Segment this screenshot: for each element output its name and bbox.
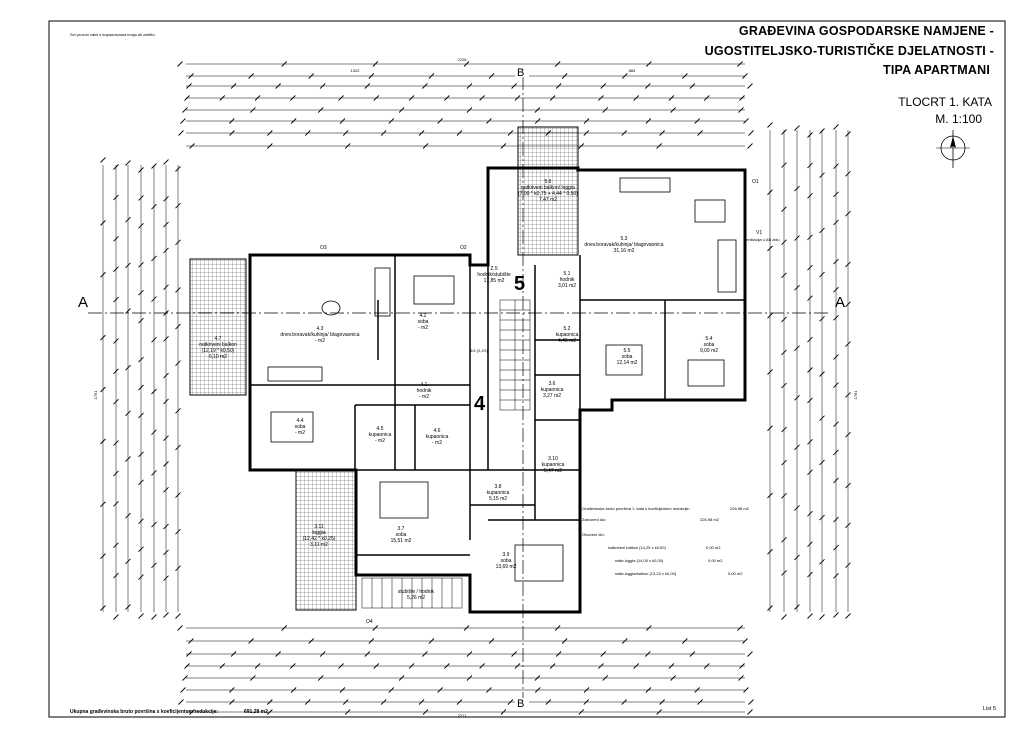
stair-note: 6/4 (2,JG) xyxy=(470,348,488,353)
footer-area-label: Ukupna građevinska bruto površina s koef… xyxy=(70,709,219,715)
unit-number-5: 5 xyxy=(514,273,525,295)
corner-note: Svi prozori valni s kupaonicama imaju al… xyxy=(70,32,155,37)
dim-left-total: 1761 xyxy=(93,390,98,400)
unit-number-4: 4 xyxy=(474,393,486,415)
summary-row-1-value: 0,00 m2 xyxy=(706,545,721,550)
bed-4-4 xyxy=(270,411,314,443)
title-line-3: TIPA APARTMANI xyxy=(883,63,990,77)
kitchen-4-3 xyxy=(374,267,391,317)
summary-row-1: natkriveni balkon (14,25 x k0,00) xyxy=(608,545,666,550)
bed-3-7 xyxy=(379,481,429,519)
dimension-chain-bottom xyxy=(177,625,754,715)
summary-row-3: natkr.loggia/balkon (13,23 x k0,00) xyxy=(615,571,677,576)
summary-line-2: Zatvoreni dio: xyxy=(582,517,606,522)
dimension-totals: 2226 1322 884 2211 1761 1761 xyxy=(93,57,858,718)
title-line-1: GRAĐEVINA GOSPODARSKE NAMJENE - xyxy=(738,24,994,38)
loggia-5-6 xyxy=(517,126,579,256)
interior-walls xyxy=(250,255,745,556)
summary-row-2-value: 0,00 m2 xyxy=(708,558,723,563)
vent-note: ventilacija u AB zidu xyxy=(744,237,780,242)
staircase xyxy=(361,299,531,609)
summary-line-2-value: 226,98 m2 xyxy=(700,517,720,522)
dim-top-a: 1322 xyxy=(351,68,361,73)
bed-3-9 xyxy=(514,544,564,582)
opening-o4: O4 xyxy=(366,619,373,625)
dim-right-total: 1761 xyxy=(853,390,858,400)
vent-label: V1 xyxy=(756,230,762,236)
sofa-5-3 xyxy=(619,177,671,193)
title-line-2: UGOSTITELJSKO-TURISTIČKE DJELATNOSTI - xyxy=(704,44,994,58)
north-arrow-icon xyxy=(936,130,970,168)
dining-table-5-3 xyxy=(694,199,726,223)
section-line-b: B B xyxy=(515,67,529,710)
bed-5-5 xyxy=(605,344,643,376)
dim-top-b: 884 xyxy=(629,68,636,73)
opening-labels: O3 O2 O1 O4 V1 ventilacija u AB zidu 6/4… xyxy=(320,179,780,625)
dimension-chain-right xyxy=(767,122,851,620)
balcony-4-7 xyxy=(189,258,247,396)
bed-5-4 xyxy=(687,359,725,387)
section-mark-a-left: A xyxy=(78,294,88,311)
summary-row-3-value: 0,00 m2 xyxy=(728,571,743,576)
dimension-chain-top xyxy=(177,61,754,149)
dim-top-total: 2226 xyxy=(458,57,468,62)
dim-bottom-total: 2211 xyxy=(458,713,467,718)
drawing-scale: M. 1:100 xyxy=(935,112,982,126)
section-mark-b-top: B xyxy=(517,67,524,79)
opening-o3: O3 xyxy=(320,245,327,251)
summary-line-3: Otvoreni dio: xyxy=(582,532,605,537)
opening-o2: O2 xyxy=(460,245,467,251)
opening-o1: O1 xyxy=(752,179,759,185)
dimension-chain-left xyxy=(100,157,181,620)
section-mark-b-bottom: B xyxy=(517,698,524,710)
floor-title: TLOCRT 1. KATA xyxy=(898,95,992,109)
area-summary: Građevinska bruto površina 1. kata s koe… xyxy=(582,506,750,576)
section-mark-a-right: A xyxy=(835,294,845,311)
summary-row-2: natkr.loggia (14,00 x k0,00) xyxy=(615,558,664,563)
dining-table-4-3 xyxy=(321,300,341,316)
summary-line-1: Građevinska bruto površina 1. kata s koe… xyxy=(582,506,690,511)
kitchen-5-3 xyxy=(717,239,737,293)
summary-line-1-value: 226,98 m2 xyxy=(730,506,750,511)
sheet-number: List 5 xyxy=(982,706,996,712)
sofa-4-3 xyxy=(267,366,323,382)
sheet-frame xyxy=(48,20,1006,718)
bed-4-2 xyxy=(413,275,455,305)
furniture xyxy=(267,177,737,582)
